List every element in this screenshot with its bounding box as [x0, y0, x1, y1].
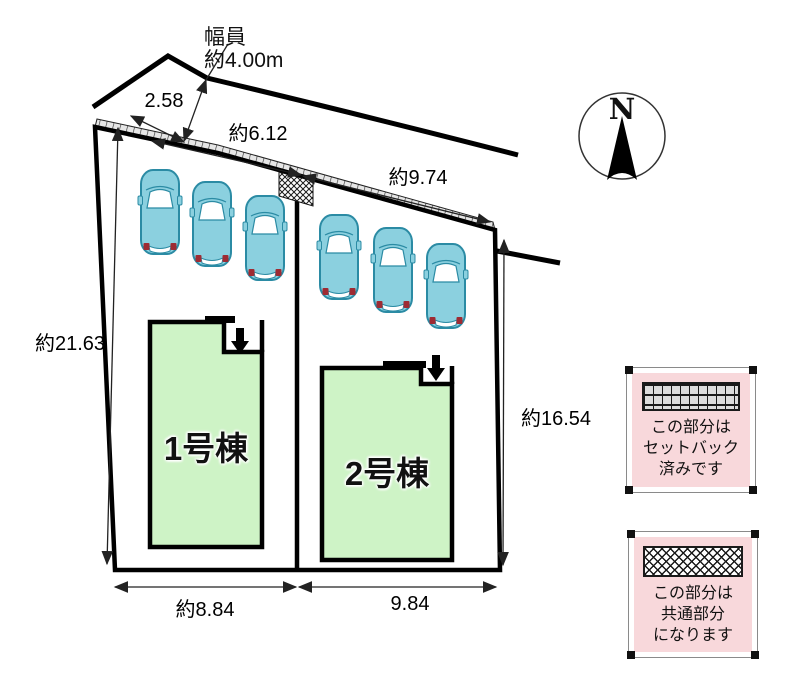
- corner-handle: [751, 530, 759, 538]
- car-icon: [189, 181, 235, 267]
- car-icon: [316, 214, 362, 300]
- car-icon: [137, 169, 183, 255]
- dim-frontage-mid-label: 約6.12: [228, 123, 288, 145]
- corner-handle: [625, 486, 633, 494]
- dim-east-label: 約16.54: [520, 408, 592, 430]
- dim-west-label: 約21.63: [34, 333, 106, 355]
- entrance-arrow-icon: [427, 355, 445, 381]
- dimension-line-road-width: [182, 78, 208, 143]
- compass-north-label: N: [608, 92, 636, 126]
- dim-frontage-right-label: 約9.74: [388, 167, 448, 189]
- dimension-line-frontage-mid: [150, 138, 303, 178]
- car-icon: [423, 243, 469, 329]
- building-1-label: 1号棟: [163, 430, 249, 467]
- dim-bottom-right-label: 9.84: [390, 593, 430, 615]
- corner-handle: [625, 366, 633, 374]
- dimension-line-frontage-left: [129, 115, 186, 143]
- corner-handle: [749, 486, 757, 494]
- legend-setback-text: この部分は セットバック 済みです: [642, 419, 739, 478]
- car-icon: [370, 227, 416, 313]
- road-far-edge: [91, 53, 519, 158]
- dimension-line-frontage-right: [301, 173, 492, 225]
- building-1-porch-step: [205, 316, 235, 323]
- building-2-porch-step: [383, 361, 426, 368]
- dim-bottom-left-label: 約8.84: [175, 599, 235, 621]
- building-2-label: 2号棟: [344, 455, 430, 492]
- grid-hatch-swatch: [642, 382, 740, 411]
- corner-handle: [751, 651, 759, 659]
- legend-common-text: この部分は 共通部分 になります: [652, 585, 733, 644]
- cross-hatch-swatch: [643, 546, 743, 577]
- dimension-line-west: [101, 126, 124, 566]
- dimension-line-east: [497, 238, 510, 567]
- road-width-leader: [205, 43, 229, 81]
- compass-needle-icon: [607, 116, 637, 180]
- entrance-arrow-icon: [231, 328, 249, 354]
- legend-setback-box: この部分は セットバック 済みです: [625, 366, 757, 494]
- road-east-edge: [496, 248, 561, 266]
- corner-handle: [627, 651, 635, 659]
- dim-frontage-left-label: 2.58: [144, 90, 184, 112]
- road-width-label: 幅員 約4.00m: [204, 26, 284, 72]
- corner-handle: [749, 366, 757, 374]
- car-icon: [242, 195, 288, 281]
- legend-common-box: この部分は 共通部分 になります: [627, 530, 759, 659]
- corner-handle: [627, 530, 635, 538]
